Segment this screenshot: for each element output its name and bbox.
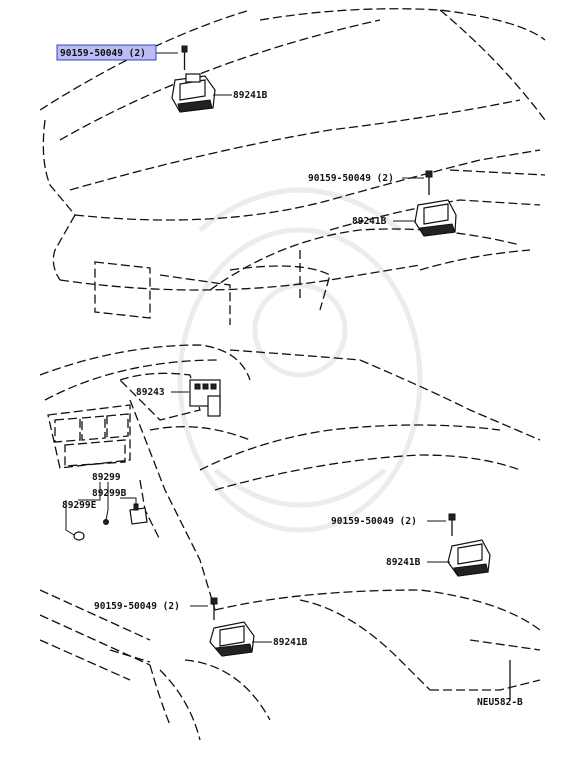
- bolt-bottom-left: [210, 597, 218, 620]
- leader-lines: [65, 52, 450, 643]
- label-switch-c[interactable]: 89299E: [62, 500, 97, 511]
- diagram-code: NEU582-B: [477, 697, 523, 708]
- horn-bottom-right: [447, 539, 491, 577]
- label-bolt-bottom-right[interactable]: 90159-50049 (2): [331, 516, 417, 527]
- highlight-box: [56, 44, 157, 61]
- bolt-bottom-right: [448, 513, 456, 536]
- label-horn-bottom-left[interactable]: 89241B: [273, 637, 308, 648]
- label-horn-top-left[interactable]: 89241B: [233, 90, 268, 101]
- horn-top-right: [414, 199, 457, 237]
- label-horn-bottom-right[interactable]: 89241B: [386, 557, 421, 568]
- lower-car-body: [39, 344, 541, 741]
- label-bolt-top-right[interactable]: 90159-50049 (2): [308, 173, 394, 184]
- horn-bottom-left: [209, 621, 255, 657]
- label-horn-top-right[interactable]: 89241B: [352, 216, 387, 227]
- label-bolt-bottom-left[interactable]: 90159-50049 (2): [94, 601, 180, 612]
- horn-computer: [189, 379, 221, 417]
- bolt-top-right: [425, 170, 433, 195]
- label-computer[interactable]: 89243: [136, 387, 165, 398]
- horn-top-left: [171, 73, 216, 113]
- bolt-top-left: [181, 45, 188, 70]
- label-bolt-top-left[interactable]: 90159-50049 (2): [60, 48, 146, 59]
- label-switch-b[interactable]: 89299B: [92, 488, 127, 499]
- label-switch-a[interactable]: 89299: [92, 472, 121, 483]
- switch-parts: [73, 503, 148, 541]
